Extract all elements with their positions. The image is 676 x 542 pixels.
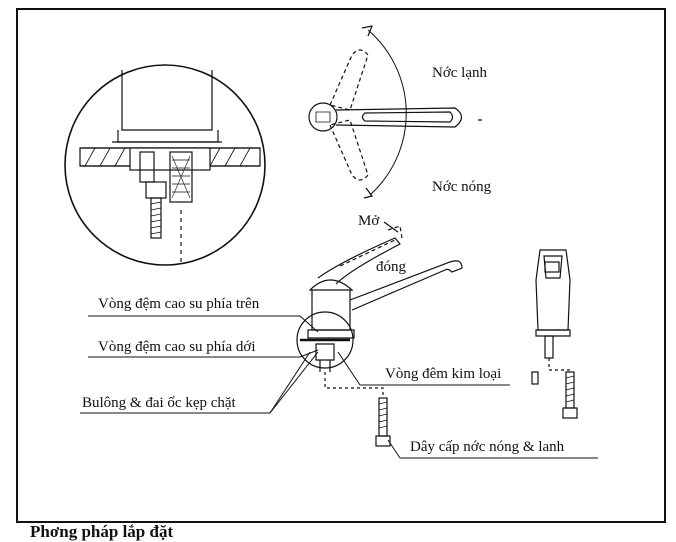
detail-circle bbox=[64, 64, 266, 266]
faucet-front-view bbox=[531, 249, 578, 419]
hot-water-label: Nớc nóng bbox=[432, 179, 492, 195]
close-label: đóng bbox=[376, 259, 406, 275]
cold-water-label: Nớc lạnh bbox=[432, 65, 487, 81]
bolt-nut-label: Bulông & đai ốc kẹp chặt bbox=[82, 395, 236, 411]
metal-washer-label: Vòng đêm kim loại bbox=[385, 366, 502, 382]
lower-rubber-gasket-label: Vòng đệm cao su phía dới bbox=[98, 339, 256, 355]
upper-rubber-gasket-label: Vòng đệm cao su phía trên bbox=[98, 296, 260, 312]
diagram-frame bbox=[16, 8, 666, 523]
open-label: Mở bbox=[358, 213, 380, 229]
faucet-side-view bbox=[296, 221, 463, 447]
caption: Phơng pháp lắp đặt bbox=[30, 522, 174, 541]
supply-hose-label: Dây cấp nớc nóng & lanh bbox=[410, 439, 565, 455]
leader-lines bbox=[80, 315, 598, 459]
handle-top-view bbox=[308, 25, 482, 199]
